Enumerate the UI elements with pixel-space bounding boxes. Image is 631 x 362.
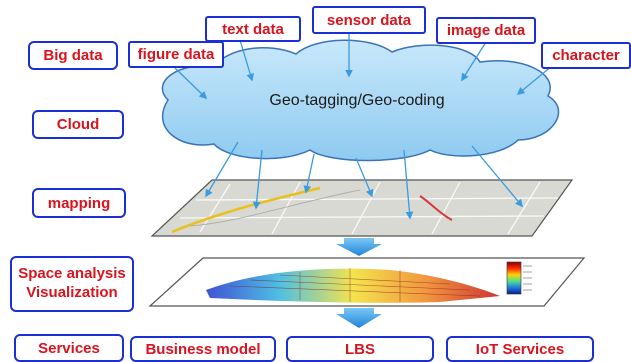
analysis-plane <box>148 257 586 307</box>
space-analysis-line1: Space analysis <box>18 265 126 283</box>
character-label: character <box>541 42 631 69</box>
map-plane <box>150 179 574 237</box>
lbs-label: LBS <box>286 336 434 362</box>
text-data-label: text data <box>205 16 301 42</box>
cloud-label: Geo-tagging/Geo-coding <box>269 92 445 109</box>
business-model-label: Business model <box>130 336 276 362</box>
flow-arrow-2 <box>336 308 382 328</box>
iot-services-label: IoT Services <box>446 336 594 362</box>
cloud-shape <box>161 39 560 162</box>
mapping-arrows <box>205 141 523 220</box>
sensor-data-label: sensor data <box>312 6 426 34</box>
figure-data-label: figure data <box>128 41 224 68</box>
big-data-label: Big data <box>28 41 118 70</box>
space-analysis-line2: Visualization <box>26 284 118 301</box>
input-arrows <box>174 32 553 100</box>
mapping-label: mapping <box>32 188 126 218</box>
image-data-label: image data <box>436 17 536 44</box>
services-label: Services <box>14 334 124 362</box>
cloud-layer-label: Cloud <box>32 110 124 139</box>
flow-arrow-1 <box>336 238 382 256</box>
space-analysis-label: Space analysis Visualization <box>10 256 134 312</box>
